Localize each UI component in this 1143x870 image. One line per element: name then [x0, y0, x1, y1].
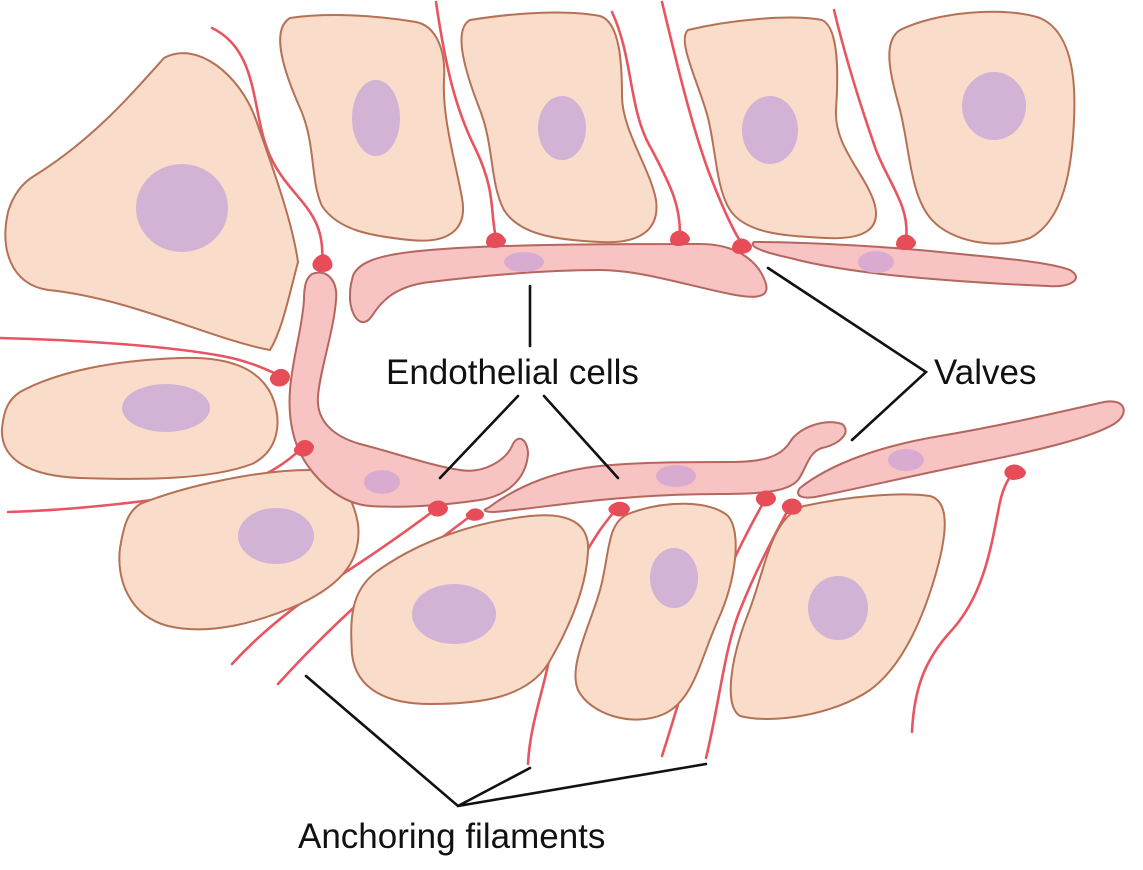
valves-leader: [766, 266, 929, 442]
tissue-cell: [729, 493, 946, 720]
tissue-cell: [279, 14, 465, 242]
nucleus: [808, 576, 868, 640]
nucleus: [238, 508, 314, 564]
filament-left-1: [0, 336, 284, 378]
tissue-cell: [888, 10, 1076, 245]
endothelial-cell-valve-bottom: [797, 400, 1125, 499]
filament-top-5: [832, 8, 908, 242]
endothelial-nucleus: [364, 470, 400, 494]
tissue-cell: [683, 16, 877, 240]
filament-bottom-1: [230, 504, 442, 666]
endothelial-nucleus: [656, 465, 696, 487]
tissue-cell: [118, 468, 360, 631]
labels: Endothelial cells Valves Anchoring filam…: [298, 353, 1036, 856]
anchor-point: [427, 500, 448, 517]
filament-top-4: [660, 0, 744, 246]
label-anchoring-filaments: Anchoring filaments: [298, 817, 605, 856]
nucleus: [122, 384, 210, 432]
endothelial-cells: [288, 240, 1125, 514]
anchor-point: [755, 490, 776, 507]
endothelial-cell-bottom: [483, 421, 847, 514]
label-valves: Valves: [934, 353, 1036, 392]
anchor-point: [293, 440, 314, 457]
anchor-point: [608, 501, 630, 517]
anchor-point: [465, 508, 484, 521]
anchor-point: [781, 498, 802, 515]
nucleus: [650, 548, 698, 608]
nucleus: [136, 164, 228, 252]
nucleus: [352, 80, 400, 156]
anchor-point: [1004, 464, 1026, 480]
anchoring-filaments: [0, 0, 1018, 766]
endothelial-cell-valve-top: [751, 240, 1077, 288]
anchor-point: [896, 234, 916, 250]
filament-bottom-6: [910, 468, 1018, 734]
endothelial-cell-left: [288, 271, 530, 508]
nucleus: [412, 584, 496, 644]
endothelial-nucleus: [888, 449, 924, 471]
tissue-cell: [4, 52, 300, 352]
leader-lines: [304, 266, 929, 808]
nucleus: [538, 96, 586, 160]
tissue-cells: [0, 10, 1076, 721]
anchor-points: [269, 230, 1026, 521]
endothelial-leader-left: [438, 394, 520, 480]
anchor-point: [670, 230, 690, 246]
tissue-cell: [460, 11, 658, 244]
anchor-point: [486, 232, 506, 248]
endothelial-nucleus: [858, 251, 894, 273]
nucleus: [962, 72, 1026, 140]
tissue-cell: [350, 514, 590, 706]
filament-top-2: [434, 0, 498, 240]
endothelial-leader-right: [542, 394, 620, 480]
endothelial-cell-top: [348, 242, 768, 323]
anchor-point: [732, 238, 752, 254]
anchoring-leader: [304, 674, 708, 808]
anchor-point: [312, 254, 333, 272]
tissue-cell: [0, 356, 279, 480]
label-endothelial-cells: Endothelial cells: [386, 353, 639, 392]
filament-top-3: [610, 10, 682, 236]
endothelial-nucleus: [504, 252, 544, 272]
nucleus: [742, 96, 798, 164]
anchor-point: [269, 368, 290, 387]
filament-top-1: [210, 26, 324, 264]
tissue-cell: [574, 502, 737, 721]
